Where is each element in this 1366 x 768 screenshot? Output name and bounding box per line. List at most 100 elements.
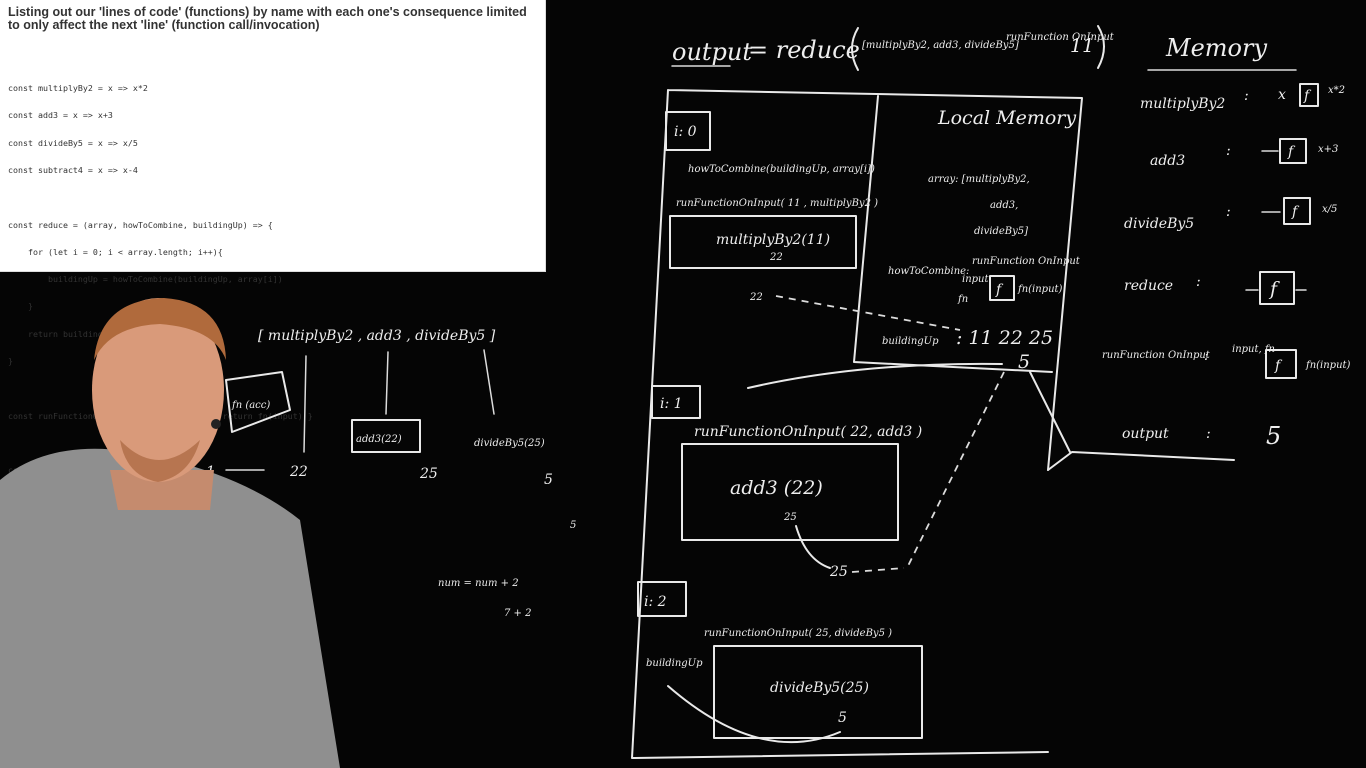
left-num-expr-2: 7 + 2 [504, 608, 531, 619]
left-25: 25 [419, 466, 438, 482]
presenter-earring [211, 419, 221, 429]
code-line: } [8, 356, 13, 366]
multiply-call: multiplyBy2(11) [716, 232, 830, 248]
left-5: 5 [544, 472, 553, 488]
iteration-0-label: i: 0 [674, 124, 697, 140]
presenter-video [0, 298, 340, 768]
memory-row-colon: : [1206, 426, 1211, 442]
link-25 [905, 371, 1005, 571]
call-box-1 [681, 443, 899, 541]
local-how-in: input [962, 274, 989, 285]
presenter-face [92, 298, 224, 482]
iteration-2-label: i: 2 [644, 594, 667, 610]
memory-row-out: x+3 [1318, 144, 1338, 155]
memory-row-colon: : [1204, 348, 1209, 364]
buildingup-left: buildingUp [646, 658, 703, 669]
presenter-beard [120, 440, 200, 482]
presenter-hair [94, 298, 226, 360]
memory-row-name: divideBy5 [1124, 216, 1194, 232]
local-array-divide: divideBy5] [974, 226, 1028, 237]
f-icon: f [995, 282, 1004, 298]
result-25b: 25 [829, 564, 848, 580]
code-panel-title: Listing out our 'lines of code' (functio… [8, 5, 527, 32]
memory-row-colon: : [1226, 204, 1231, 220]
function-box-icon [1265, 349, 1297, 379]
iteration-1-box [651, 385, 701, 419]
memory-row-out: 5 [1266, 422, 1281, 450]
left-22: 22 [289, 464, 308, 480]
local-array-label: array: [multiplyBy2, [928, 174, 1030, 185]
f-icon: f [1274, 358, 1283, 374]
function-box-icon [1279, 138, 1307, 164]
memory-row-name: reduce [1124, 278, 1173, 294]
local-how-out: fn(input) [1017, 284, 1063, 295]
iteration-1-label: i: 1 [660, 396, 683, 412]
left-fn-box [225, 371, 291, 433]
result-22b: 22 [749, 292, 763, 303]
call-box-2 [713, 645, 923, 739]
memory-row-out: x*2 [1328, 85, 1345, 96]
local-buildingup-values: : 11 22 25 [956, 327, 1053, 349]
local-how-in-fn: fn [957, 294, 968, 305]
left-fn-acc: fn (acc) [231, 400, 270, 411]
function-box-icon [1299, 83, 1319, 107]
buildingup-arrow [747, 362, 1003, 389]
link-25-tail [851, 567, 905, 573]
memory-row-name: add3 [1150, 153, 1185, 169]
left-add3-22: add3(22) [356, 434, 402, 445]
memory-row-colon: : [1244, 88, 1249, 104]
left-array: [ multiplyBy2 , add3 , divideBy5 ] [258, 328, 496, 344]
f-icon: f [1268, 278, 1280, 300]
memory-title: Memory [1165, 34, 1267, 62]
memory-row-out: x/5 [1322, 204, 1337, 215]
paren-close [1097, 25, 1105, 69]
link-22 [775, 295, 961, 331]
local-array-add3: add3, [990, 200, 1018, 211]
code-line: return buildingUp [8, 328, 113, 339]
f-icon: f [1303, 88, 1312, 104]
execution-context-box [631, 89, 1083, 759]
divide-call: divideBy5(25) [770, 680, 869, 696]
memory-row-name: output [1122, 426, 1169, 442]
memory-row-in: input, fn [1232, 344, 1275, 355]
code-line: } [8, 301, 33, 312]
result-25: 25 [783, 512, 797, 523]
reduce-array-arg: [multiplyBy2, add3, divideBy5] [862, 40, 1019, 51]
code-panel: Listing out our 'lines of code' (functio… [0, 0, 546, 666]
run-call-2: runFunctionOnInput( 25, divideBy5 ) [704, 628, 892, 639]
memory-row-name: runFunction OnInput [1102, 350, 1211, 361]
presenter-neck [110, 470, 214, 510]
memory-row-colon: : [1196, 274, 1201, 290]
left-stray-5: 5 [570, 520, 576, 531]
local-memory-box [853, 95, 1053, 373]
local-how-fn: runFunction OnInput [972, 256, 1081, 267]
function-box-icon [989, 275, 1015, 301]
f-icon: f [1287, 144, 1296, 160]
memory-row-in: x [1278, 87, 1286, 103]
left-divide-25: divideBy5(25) [474, 438, 545, 449]
how-to-combine-call: howToCombine(buildingUp, array[i]) [688, 164, 875, 175]
output-label: output [672, 38, 752, 66]
add3-call: add3 (22) [730, 477, 823, 499]
code-line: buildingUp = howToCombine(buildingUp, ar… [8, 274, 283, 285]
code-line: const add3 = x => x+3 [8, 110, 113, 121]
output-arrow [1047, 451, 1235, 471]
code-line: const multiplyBy2 = x => x*2 [8, 83, 148, 94]
result-25-arrow [795, 525, 831, 569]
result-5: 5 [838, 710, 847, 726]
reduce-fn-arg: runFunction OnInput [1006, 32, 1115, 43]
left-arrow-1 [303, 355, 307, 453]
function-box-icon [1259, 271, 1295, 305]
reduce-label: = reduce [748, 36, 860, 64]
left-num-expr: num = num + 2 [438, 578, 519, 589]
memory-row-colon: : [1226, 143, 1231, 159]
code-line: const reduce = (array, howToCombine, bui… [8, 219, 273, 230]
code-line: const subtract4 = x => x-4 [8, 165, 138, 176]
local-how-label: howToCombine: [888, 266, 969, 277]
result-22: 22 [769, 252, 783, 263]
buildingup-return-arrow [667, 685, 841, 744]
memory-row-name: multiplyBy2 [1140, 96, 1225, 112]
local-buildingup-final: 5 [1018, 351, 1030, 373]
presenter-shirt [0, 448, 340, 768]
